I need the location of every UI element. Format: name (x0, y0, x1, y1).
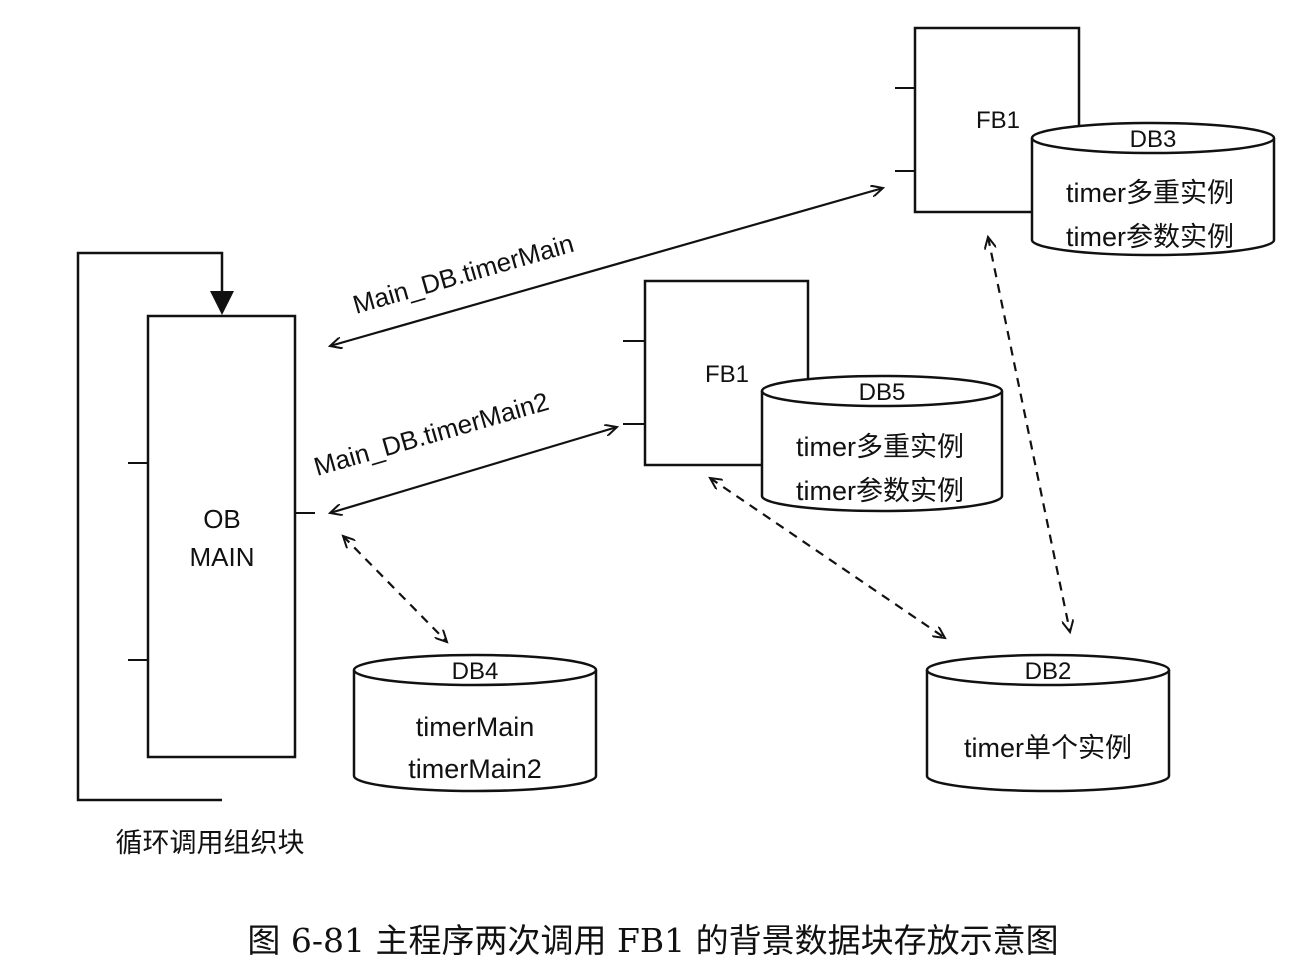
db5-line2: timer参数实例 (796, 476, 964, 506)
db2-title: DB2 (1025, 658, 1072, 685)
cyclic-loop (76, 251, 234, 802)
arrow-ob-to-fb1-top (330, 188, 883, 346)
db5-title: DB5 (859, 379, 906, 406)
fb1-top-label: FB1 (976, 107, 1020, 134)
db2-cylinder: DB2 timer单个实例 (925, 653, 1171, 793)
loop-arrow-head (210, 291, 234, 315)
arrow-ob-to-fb1-mid (330, 427, 617, 513)
ob-main-block: OB MAIN (128, 314, 315, 759)
db3-title: DB3 (1130, 126, 1177, 153)
loop-label: 循环调用组织块 (116, 828, 305, 858)
db3-cylinder: DB3 timer多重实例 timer参数实例 (1030, 121, 1276, 257)
fb1-mid-label: FB1 (705, 361, 749, 388)
dashed-arrow-fb1top-to-db2 (988, 237, 1070, 632)
db5-cylinder: DB5 timer多重实例 timer参数实例 (760, 374, 1004, 513)
db4-line2: timerMain2 (408, 754, 542, 784)
ob-main-line1: OB (203, 504, 241, 534)
db4-line1: timerMain (416, 712, 535, 742)
arrow-mid-label: Main_DB.timerMain2 (310, 386, 552, 482)
db4-title: DB4 (452, 658, 499, 685)
db3-line1: timer多重实例 (1066, 178, 1234, 208)
ob-main-line2: MAIN (190, 542, 255, 572)
db5-line1: timer多重实例 (796, 432, 964, 462)
figure-caption: 图 6-81 主程序两次调用 FB1 的背景数据块存放示意图 (247, 921, 1058, 960)
arrow-top-label: Main_DB.timerMain (349, 228, 577, 320)
db4-cylinder: DB4 timerMain timerMain2 (352, 653, 598, 793)
db2-line1: timer单个实例 (964, 733, 1132, 763)
db3-line2: timer参数实例 (1066, 222, 1234, 252)
dashed-arrow-ob-to-db4 (343, 536, 447, 642)
